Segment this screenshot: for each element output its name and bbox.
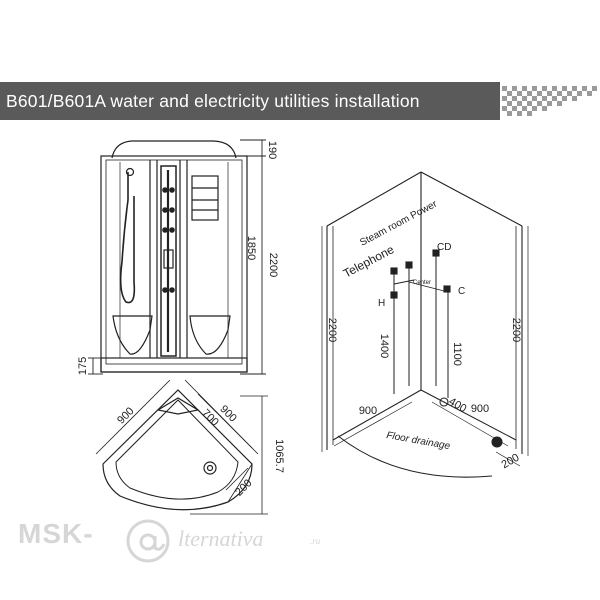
center-column: [160, 165, 177, 357]
dim-plan-left: 900: [115, 405, 136, 426]
tray-inner: [115, 399, 239, 500]
dim-190: 190: [266, 141, 278, 159]
shower-hose: [119, 172, 136, 304]
cabin-inner-frame: [105, 159, 243, 365]
watermark-domain: .ru: [310, 536, 321, 546]
at-sign-icon: [126, 519, 170, 563]
power-outlet-icon: [405, 261, 413, 269]
label-center: Center: [413, 280, 431, 286]
watermark: MSK- lternativa .ru: [18, 518, 338, 568]
iso-view: [321, 171, 529, 478]
label-h: H: [378, 298, 385, 309]
dim-175: 175: [77, 357, 89, 375]
dim-iso-right-height: 2200: [510, 318, 522, 342]
dim-plan-diag: 1065.7: [273, 439, 285, 473]
front-view: [88, 139, 266, 375]
dim-iso-left-height: 2200: [326, 318, 338, 342]
cd-outlet-icon: [432, 249, 440, 257]
dim-2200: 2200: [267, 253, 279, 277]
dim-iso-h-height: 1400: [378, 334, 390, 358]
label-floor-drainage: Floor drainage: [385, 430, 451, 452]
towel-rack: [191, 175, 219, 221]
drain-icon: [203, 461, 217, 475]
label-steam-power: Steam room Power: [358, 198, 439, 248]
shower-head-icon: [125, 167, 135, 177]
base-tray: [100, 357, 248, 373]
control-panel: [163, 249, 174, 269]
dim-iso-c-height: 1100: [451, 342, 463, 366]
dim-1850: 1850: [245, 236, 257, 260]
cold-water-icon: [443, 285, 451, 293]
dim-plan-right: 900: [217, 403, 238, 424]
roof-dome: [111, 140, 237, 159]
corner-fill: [156, 397, 200, 415]
header-bar: B601/B601A water and electricity utiliti…: [0, 82, 500, 120]
hot-water-icon: [390, 291, 398, 299]
dim-iso-left-floor: 900: [359, 405, 377, 417]
tray-arc: [337, 435, 493, 478]
label-telephone: Telephone: [341, 242, 397, 281]
label-c: C: [458, 286, 465, 297]
watermark-brand-right: lternativa: [178, 526, 264, 551]
header-banner: B601/B601A water and electricity utiliti…: [0, 82, 600, 120]
tray-outline: [102, 389, 253, 511]
seat-right: [189, 315, 231, 355]
dim-iso-right-floor: 900: [471, 403, 489, 415]
watermark-brand-left: MSK-: [18, 518, 94, 549]
label-cd: CD: [437, 242, 451, 253]
dim-iso-drain-offset: 200: [500, 452, 522, 472]
plan-view: [95, 379, 268, 515]
drain-outlet-icon: [491, 436, 503, 448]
telephone-outlet-icon: [390, 267, 398, 275]
seat-left: [112, 315, 153, 355]
checker-decoration: [502, 86, 597, 116]
page-title: B601/B601A water and electricity utiliti…: [6, 91, 420, 111]
floor-drain-icon: [439, 397, 449, 407]
dim-plan-drain: 200: [233, 477, 254, 498]
